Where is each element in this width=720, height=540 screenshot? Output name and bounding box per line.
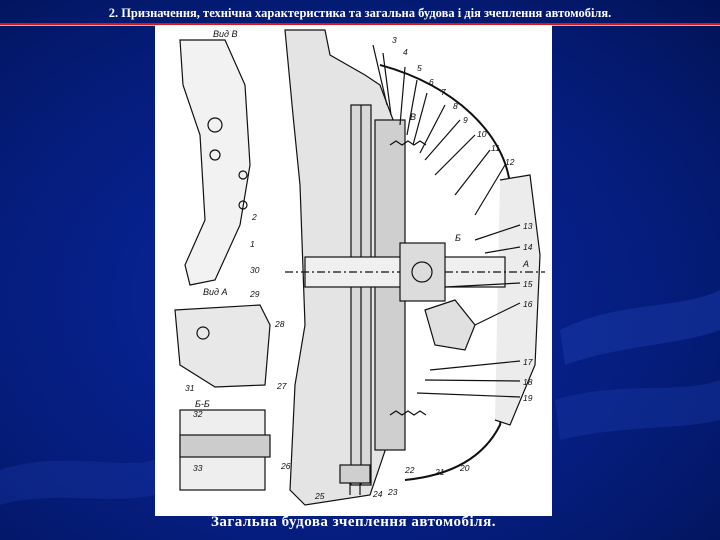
- callout-1: 1: [250, 239, 255, 249]
- callout-4: 4: [403, 47, 408, 57]
- clutch-drawing: Вид В Вид А Б-Б А Б В 1 2 3 4 5 6 7 8 9 …: [155, 25, 552, 516]
- callout-13: 13: [523, 221, 533, 231]
- callout-22: 22: [404, 465, 415, 475]
- view-b-label: Вид В: [213, 29, 238, 39]
- arrow-b-label: Б: [455, 233, 461, 243]
- callout-24: 24: [372, 489, 383, 499]
- callout-9: 9: [463, 115, 468, 125]
- view-a-label: Вид А: [203, 287, 228, 297]
- callout-23: 23: [387, 487, 398, 497]
- callout-14: 14: [523, 242, 533, 252]
- callout-29: 29: [249, 289, 260, 299]
- callout-8: 8: [453, 101, 458, 111]
- callout-12: 12: [505, 157, 515, 167]
- callout-15: 15: [523, 279, 533, 289]
- section-bb-label: Б-Б: [195, 399, 210, 409]
- callout-11: 11: [491, 143, 500, 153]
- callout-17: 17: [523, 357, 533, 367]
- arrow-v-label: В: [410, 112, 416, 122]
- figure-caption: Загальна будова зчеплення автомобіля.: [211, 514, 496, 530]
- title-underline: [0, 23, 720, 25]
- callout-6: 6: [429, 77, 434, 87]
- callout-30: 30: [250, 265, 260, 275]
- callout-21: 21: [434, 467, 445, 477]
- callout-32: 32: [193, 409, 203, 419]
- callout-26: 26: [280, 461, 291, 471]
- callout-25: 25: [314, 491, 325, 501]
- callout-18: 18: [523, 377, 533, 387]
- callout-7: 7: [441, 87, 446, 97]
- callout-3: 3: [392, 35, 397, 45]
- callout-33: 33: [193, 463, 203, 473]
- callout-5: 5: [417, 63, 422, 73]
- callout-20: 20: [459, 463, 470, 473]
- clutch-cross-section: Вид В Вид А Б-Б А Б В 1 2 3 4 5 6 7 8 9 …: [174, 29, 545, 506]
- callout-27: 27: [276, 381, 287, 391]
- arrow-a-label: А: [522, 259, 529, 269]
- callout-16: 16: [523, 299, 533, 309]
- callout-19: 19: [523, 393, 533, 403]
- callout-31: 31: [185, 383, 195, 393]
- callout-28: 28: [274, 319, 285, 329]
- callout-2: 2: [251, 212, 257, 222]
- slide-title: 2. Призначення, технічна характеристика …: [108, 6, 612, 20]
- callout-10: 10: [477, 129, 487, 139]
